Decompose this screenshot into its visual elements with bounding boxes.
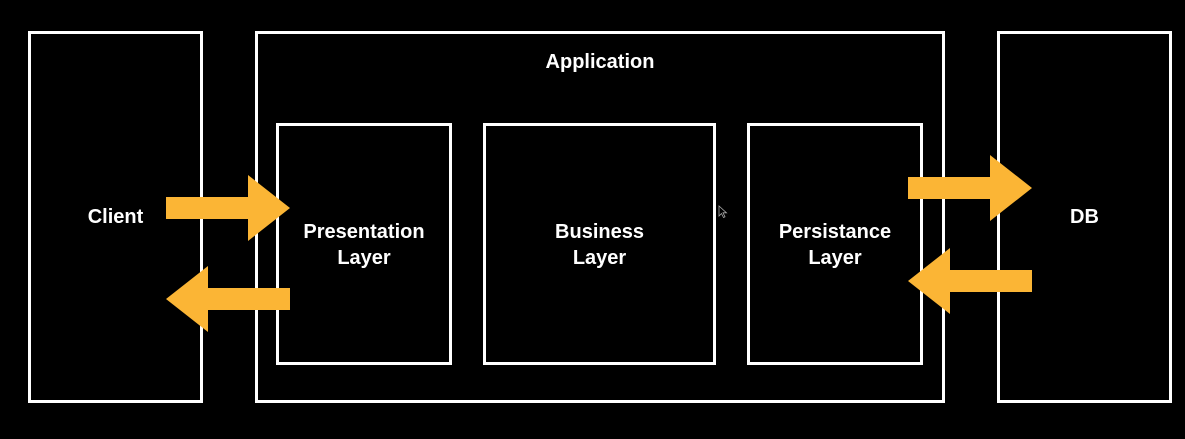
persistence-layer-box bbox=[747, 123, 923, 365]
arrow-presentation-to-client bbox=[166, 266, 290, 332]
application-label: Application bbox=[545, 51, 655, 73]
presentation-layer-box bbox=[276, 123, 452, 365]
mouse-cursor-icon bbox=[718, 205, 728, 219]
db-box bbox=[997, 31, 1172, 403]
arrow-client-to-presentation bbox=[166, 175, 290, 241]
arrow-persistence-to-db bbox=[908, 155, 1032, 221]
client-label: Client bbox=[87, 206, 144, 228]
presentation-layer-label: Presentation Layer bbox=[303, 221, 425, 269]
db-label: DB bbox=[1070, 206, 1099, 228]
business-layer-label: Business Layer bbox=[555, 221, 644, 269]
business-layer-box bbox=[483, 123, 716, 365]
persistence-layer-label: Persistance Layer bbox=[778, 221, 892, 269]
arrow-db-to-persistence bbox=[908, 248, 1032, 314]
